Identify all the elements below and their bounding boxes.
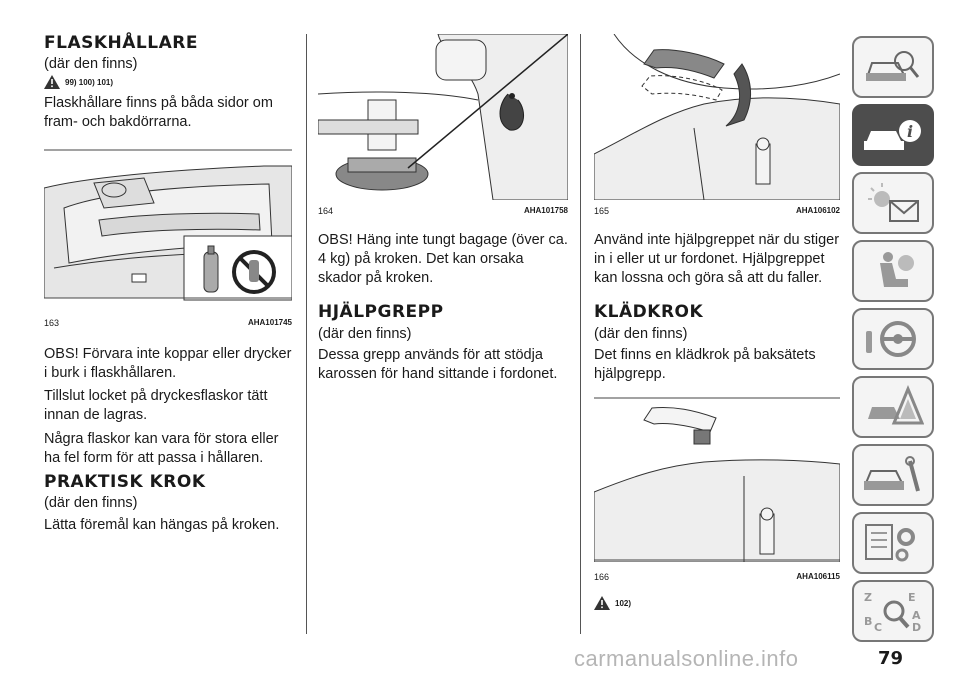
heading-praktisk-krok: PRAKTISK KROK [44,472,206,492]
paragraph-hook-weight-note: OBS! Häng inte tungt bagage (över ca. 4 … [318,232,568,286]
warning-reference-2: 102) [594,596,631,610]
clothes-hook-illustration [594,397,840,562]
figure-163-caption: 163 AHA101745 [44,318,292,328]
car-info-icon: i [864,120,921,150]
tab-alphabet-index[interactable]: Z E B A C D [852,580,934,642]
figure-code: AHA106102 [795,206,840,215]
figure-number: 165 [594,206,610,216]
tab-airbag-seat[interactable] [852,240,934,302]
tab-breakdown[interactable] [852,376,934,438]
paragraph-hook-usage: Lätta föremål kan hängas på kroken. [44,517,280,533]
svg-text:Z: Z [864,591,872,604]
tab-car-info[interactable]: i [852,104,934,166]
column-divider-1 [306,34,307,634]
figure-165-caption: 165 AHA106102 [594,206,840,216]
tab-steering-wheel[interactable] [852,308,934,370]
warning-triangle-icon [594,596,610,610]
svg-text:B: B [864,615,872,628]
subtitle-availability-4: (där den finns) [594,326,688,342]
figure-164-caption: 164 AHA101758 [318,206,568,216]
tab-specifications[interactable] [852,512,934,574]
warning-triangle-icon [44,75,60,89]
svg-text:E: E [908,591,916,604]
door-panel-illustration [44,149,292,301]
assist-grip-illustration [594,34,840,200]
warning-reference: 99) 100) 101) [44,75,113,89]
paragraph-close-lid: Tillslut locket på dryckesflaskor tätt i… [44,388,268,423]
figure-165-grip [594,34,840,200]
warning-lights-icon [868,183,919,222]
airbag-seat-icon [880,252,914,287]
svg-text:i: i [907,122,913,141]
svg-text:D: D [912,621,921,633]
subtitle-availability-3: (där den finns) [318,326,412,342]
heading-kladkrok: KLÄDKROK [594,302,704,322]
figure-code: AHA101745 [247,318,292,327]
figure-number: 163 [44,318,60,328]
warning-refs: 102) [615,598,632,608]
figure-code: AHA101758 [523,206,568,215]
column-divider-2 [580,34,581,634]
paragraph-grip-usage: Dessa grepp används för att stödja karos… [318,347,558,382]
figure-number: 166 [594,572,610,582]
paragraph-grip-warning: Använd inte hjälpgreppet när du stiger i… [594,232,840,286]
figure-number: 164 [318,206,334,216]
alphabet-index-icon: Z E B A C D [864,591,921,633]
paragraph-note-cups: OBS! Förvara inte koppar eller drycker i… [44,346,292,381]
tab-car-search[interactable] [852,36,934,98]
breakdown-triangle-icon [868,385,924,425]
specs-gear-icon [865,524,915,562]
page-number: 79 [878,648,904,669]
tab-car-service[interactable] [852,444,934,506]
seat-hook-illustration [318,34,568,200]
heading-flaskhallare: FLASKHÅLLARE [44,33,198,53]
paragraph-clothes-hook: Det finns en klädkrok på baksätets hjälp… [594,347,816,382]
subtitle-availability: (där den finns) [44,56,138,72]
figure-163-door-bottle-holder [44,148,292,312]
paragraph-bottle-holders: Flaskhållare finns på båda sidor om fram… [44,95,273,130]
warning-refs: 99) 100) 101) [65,77,114,87]
heading-hjalpgrepp: HJÄLPGREPP [318,302,444,322]
subtitle-availability-2: (där den finns) [44,495,138,511]
steering-wheel-icon [866,321,916,357]
svg-text:C: C [874,621,882,633]
figure-164-hook [318,34,568,200]
svg-text:A: A [912,609,921,622]
figure-166-clothes-hook [594,396,840,562]
car-search-icon [866,51,920,81]
car-service-icon [864,456,920,492]
watermark: carmanualsonline.info [574,646,799,671]
figure-166-caption: 166 AHA106115 [594,572,840,582]
figure-code: AHA106115 [796,572,840,581]
tab-warning-lights[interactable] [852,172,934,234]
paragraph-bottle-size: Några flaskor kan vara för stora eller h… [44,431,279,466]
